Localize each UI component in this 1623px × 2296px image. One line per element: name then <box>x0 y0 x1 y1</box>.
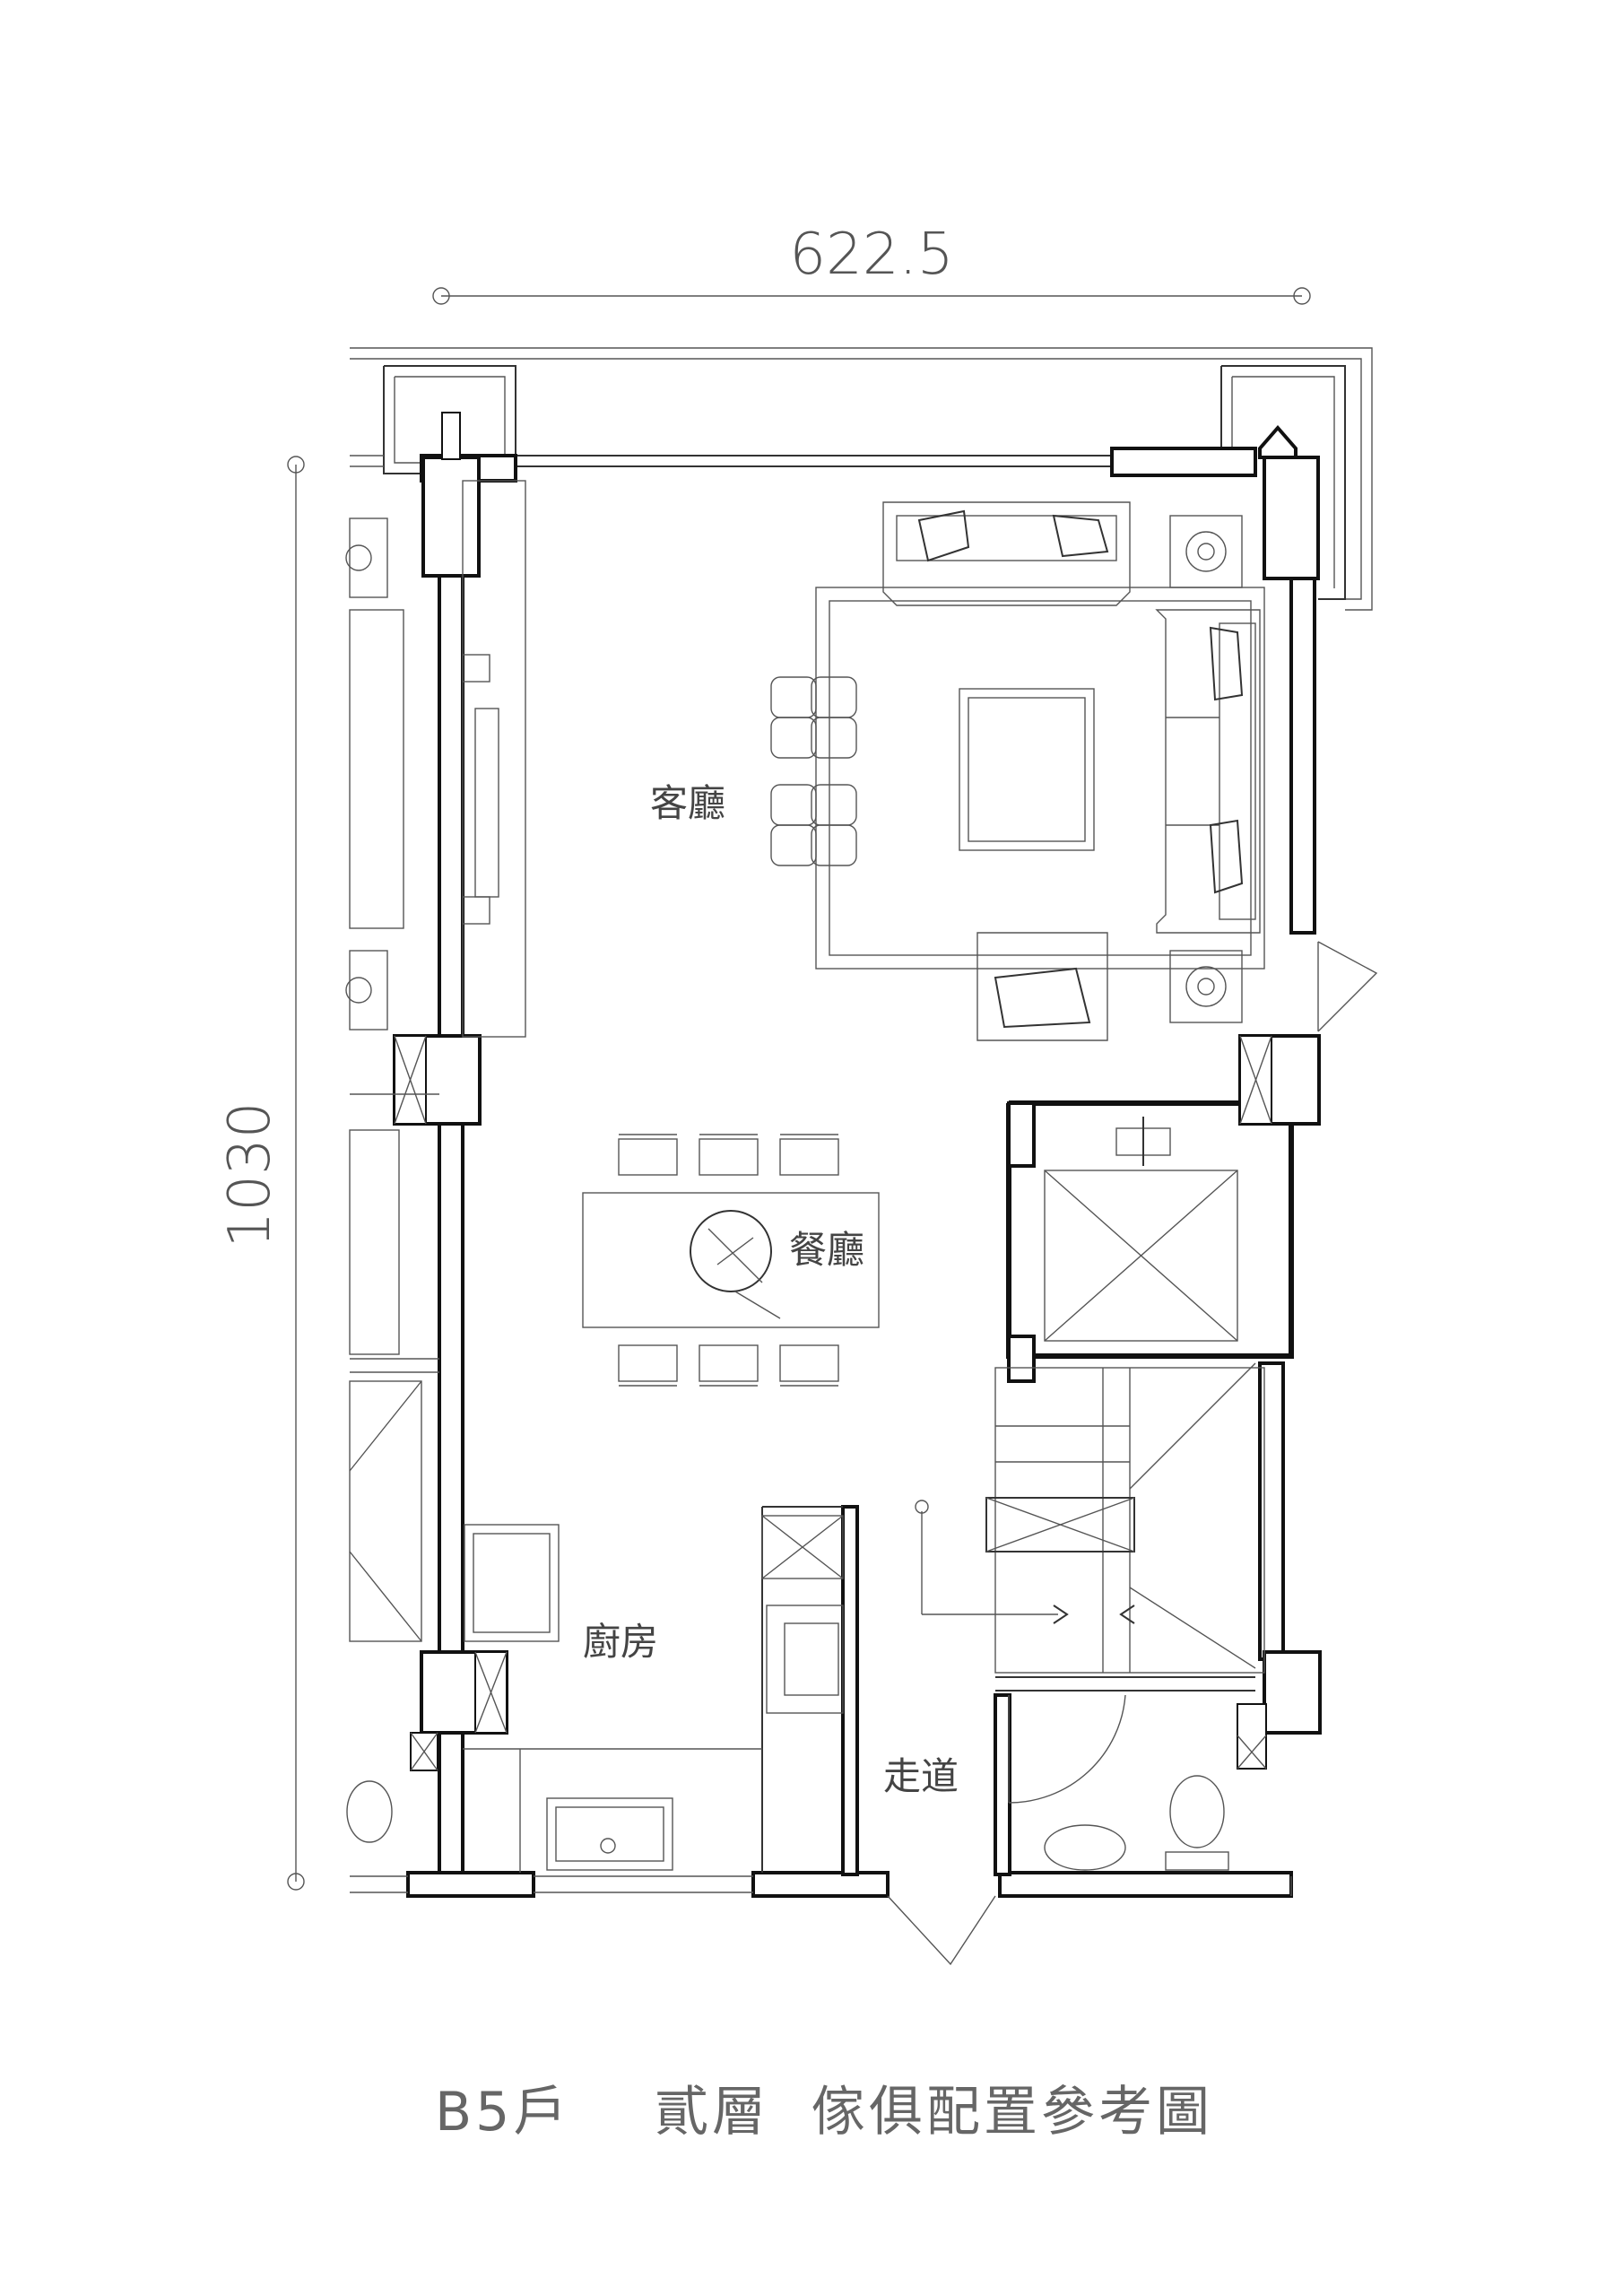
kitchen-label: 廚房 <box>583 1620 658 1664</box>
living-room: 客廳 <box>462 480 1378 1041</box>
caption-title: 傢俱配置參考圖 <box>812 2081 1213 2144</box>
width-dimension: 622.5 <box>432 222 1311 305</box>
elevator <box>1044 1117 1238 1342</box>
corridor: 走道 <box>883 1694 1229 1966</box>
dining-room: 餐廳 <box>582 1134 880 1387</box>
caption-floor: 貳層 <box>655 2081 769 2144</box>
dining-room-label: 餐廳 <box>789 1228 864 1272</box>
living-room-label: 客廳 <box>650 781 725 825</box>
kitchen: 廚房 <box>463 1515 844 1873</box>
corridor-label: 走道 <box>883 1754 959 1798</box>
height-dimension: 1030 <box>217 456 305 1891</box>
height-dimension-label: 1030 <box>217 1102 283 1248</box>
columns <box>393 412 1322 1771</box>
caption-unit: B5戶 <box>435 2081 570 2144</box>
width-dimension-label: 622.5 <box>789 222 953 288</box>
balcony <box>350 347 1373 611</box>
caption: B5戶 貳層 傢俱配置參考圖 <box>435 2081 1213 2144</box>
neighbor-unit <box>345 517 439 1843</box>
staircase <box>915 1362 1265 1674</box>
